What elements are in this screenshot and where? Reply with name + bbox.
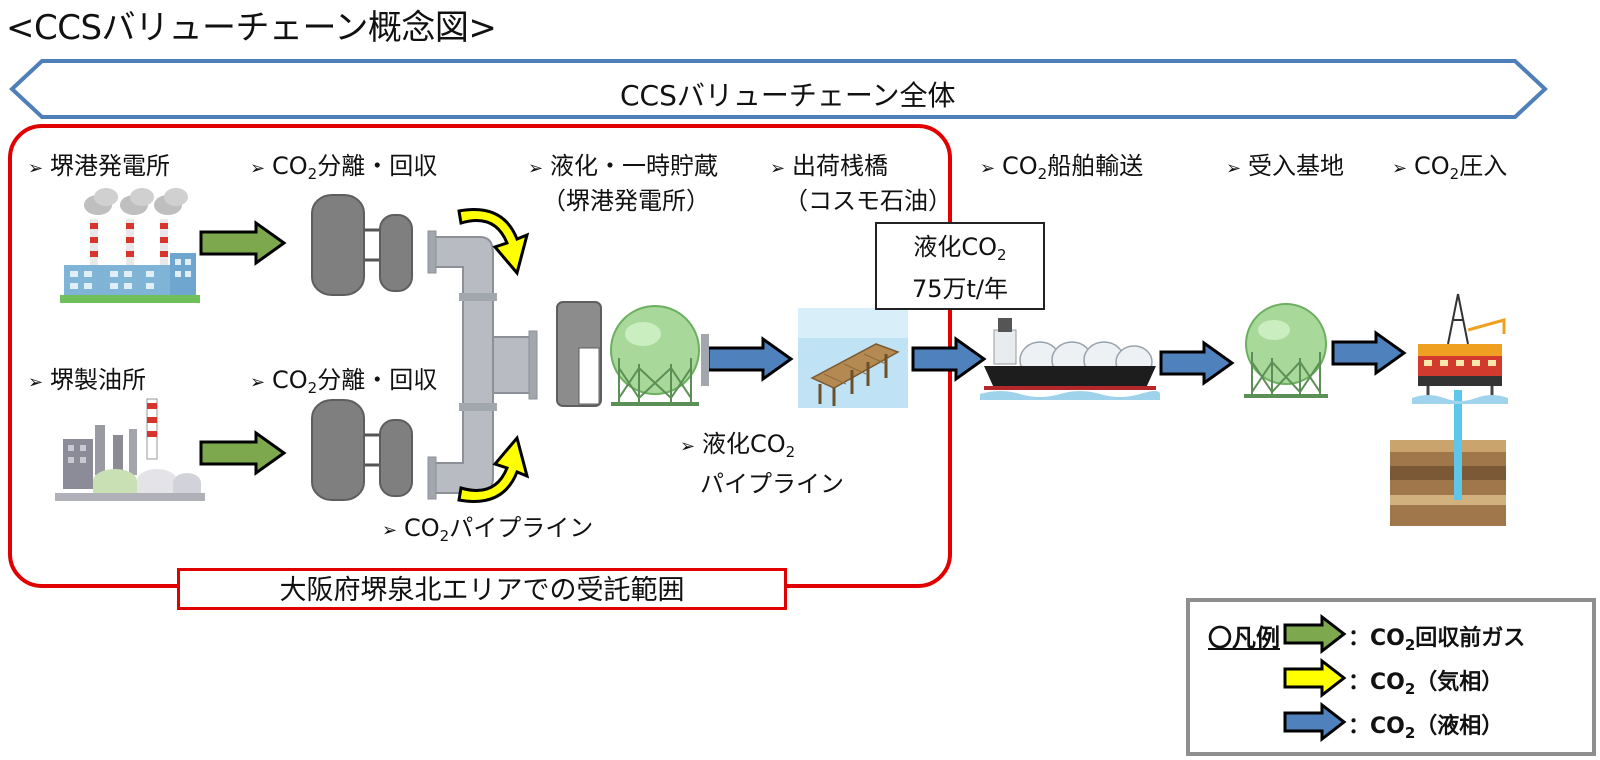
blue-arrow-to-injection <box>1331 330 1407 376</box>
value-chain-arrow <box>9 59 1548 119</box>
co2-pipeline-label: ➢CO2パイプライン <box>382 514 594 545</box>
scope-label: 大阪府堺泉北エリアでの受託範囲 <box>177 568 787 610</box>
page-title: <CCSバリューチェーン概念図> <box>6 8 497 48</box>
stage-co2-separation-2: ➢CO2分離・回収 <box>250 366 438 397</box>
bullet-icon: ➢ <box>770 158 786 179</box>
stage-refinery: ➢堺製油所 <box>28 364 146 399</box>
bullet-icon: ➢ <box>250 372 266 393</box>
legend-item-pre-capture-gas: ：CO2回収前ガス <box>1348 626 1526 654</box>
stage-co2-separation-1: ➢CO2分離・回収 <box>250 152 438 183</box>
stage-receiving-base: ➢受入基地 <box>1226 150 1344 185</box>
bullet-icon: ➢ <box>28 372 44 393</box>
stage-injection: ➢CO2圧入 <box>1392 152 1508 183</box>
injection-platform-icon <box>1390 293 1508 526</box>
green-arrow-power-plant <box>199 220 287 266</box>
bullet-icon: ➢ <box>528 158 544 179</box>
legend-item-gas-phase: ：CO2（気相） <box>1348 670 1504 698</box>
yellow-arrow-top <box>457 208 530 277</box>
liquid-co2-pipeline-label: ➢液化CO2 パイプライン <box>680 430 844 498</box>
legend-blue-arrow-icon <box>1283 702 1347 742</box>
stage-shipping-pier: ➢出荷桟橋 （コスモ石油） <box>770 152 952 215</box>
legend-item-liquid-phase: ：CO2（液相） <box>1348 714 1504 742</box>
legend-yellow-arrow-icon <box>1283 658 1347 698</box>
value-chain-label: CCSバリューチェーン全体 <box>620 79 956 112</box>
stage-liquefaction-location: （堺港発電所） <box>542 187 710 215</box>
stage-liquefaction: ➢液化・一時貯蔵 （堺港発電所） <box>528 152 718 215</box>
stage-shipping-pier-operator: （コスモ石油） <box>784 187 952 215</box>
yellow-arrow-bottom <box>457 434 530 503</box>
bullet-icon: ➢ <box>980 158 996 179</box>
bullet-icon: ➢ <box>250 158 266 179</box>
green-arrow-refinery <box>199 430 287 476</box>
separation-tanks-1-icon <box>311 194 413 296</box>
legend-green-arrow-icon <box>1283 614 1347 654</box>
liquid-pipe-segment <box>701 334 709 386</box>
bullet-icon: ➢ <box>1392 158 1408 179</box>
power-plant-icon <box>60 188 200 303</box>
bullet-icon: ➢ <box>680 436 696 457</box>
stage-power-plant: ➢堺港発電所 <box>28 150 170 185</box>
bullet-icon: ➢ <box>28 158 44 179</box>
stage-ship-transport: ➢CO2船舶輸送 <box>980 152 1144 183</box>
legend-title: 〇凡例 <box>1208 624 1280 652</box>
co2-gas-pipeline-icon <box>427 230 538 500</box>
separation-tanks-2-icon <box>311 399 413 501</box>
liquefaction-storage-icon <box>556 301 700 407</box>
blue-arrow-to-receiving <box>1159 340 1235 386</box>
bullet-icon: ➢ <box>1226 158 1242 179</box>
legend: 〇凡例 ：CO2回収前ガス ：CO2（気相） ：CO2（液相） <box>1186 598 1596 756</box>
bullet-icon: ➢ <box>382 520 398 541</box>
blue-arrow-to-pier <box>706 336 794 382</box>
refinery-icon <box>55 398 205 501</box>
blue-arrow-to-ship <box>911 336 987 382</box>
co2-volume-box: 液化CO2 75万t/年 <box>875 222 1045 310</box>
receiving-tank-icon <box>1244 303 1328 398</box>
co2-ship-icon <box>980 318 1160 400</box>
shipping-pier-icon <box>798 308 908 408</box>
